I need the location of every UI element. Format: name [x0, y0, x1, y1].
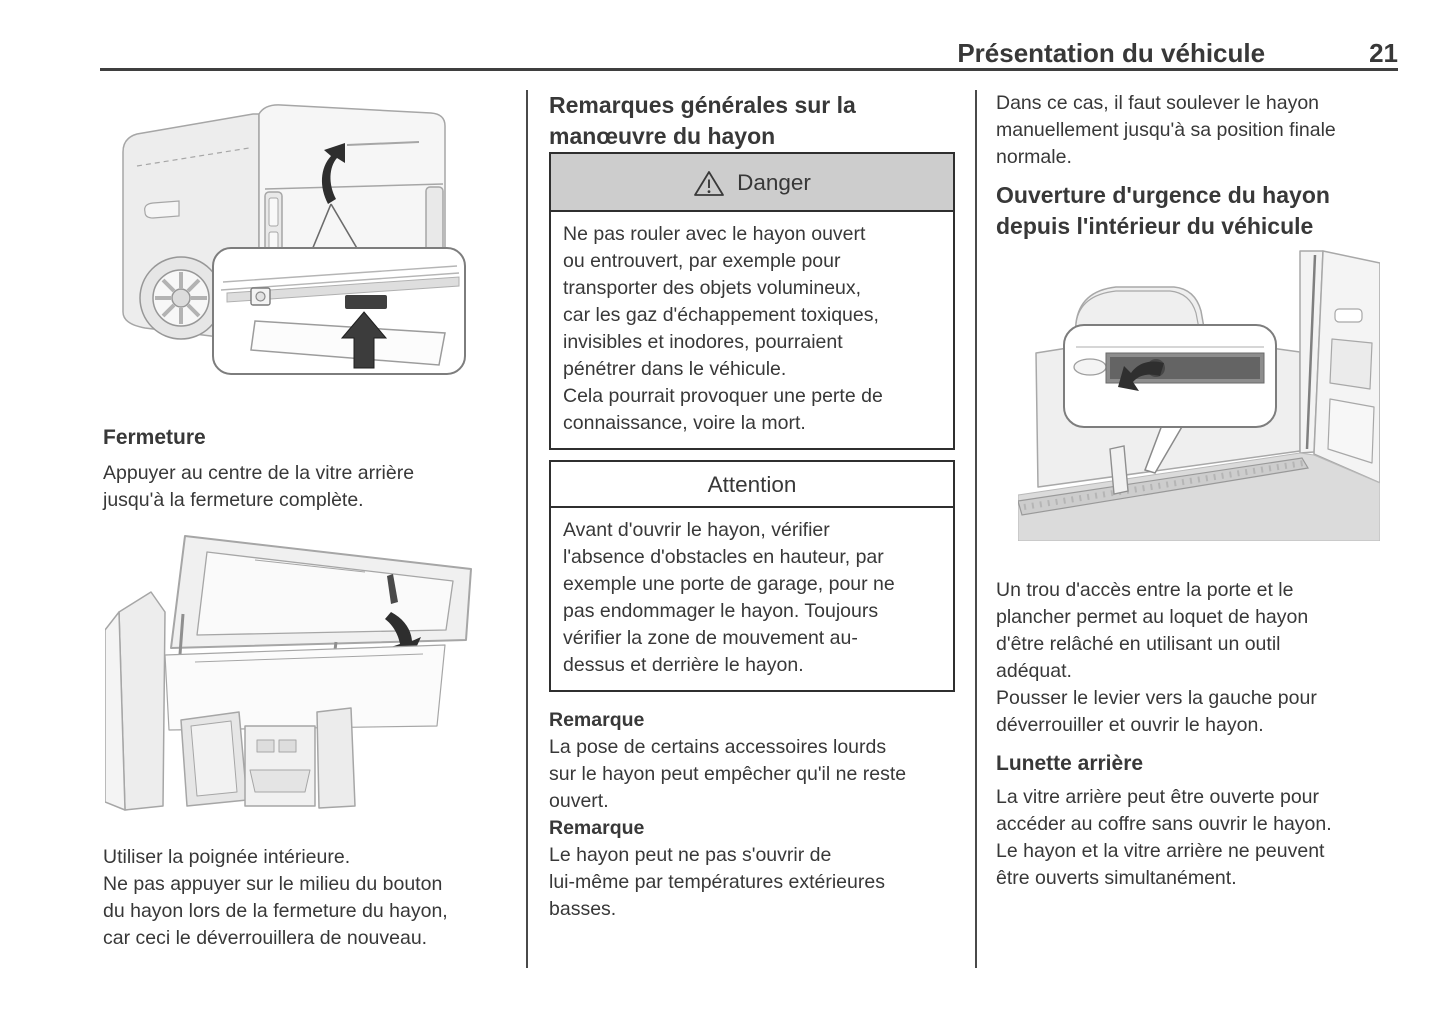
- lift-manually-text: Dans ce cas, il faut soulever le hayon m…: [996, 92, 1336, 168]
- remark-label: Remarque: [549, 709, 645, 731]
- van-rear-illustration: [122, 104, 466, 375]
- push-left-arrow: [1118, 361, 1164, 391]
- remark-text: Le hayon peut ne pas s'ouvrir de lui-mêm…: [549, 844, 885, 920]
- attention-box-header: Attention: [551, 462, 953, 508]
- release-lever-inset: [1063, 324, 1277, 428]
- remark-text: La pose de certains accessoires lourds s…: [549, 736, 907, 812]
- remark-block: Remarque La pose de certains accessoires…: [549, 707, 955, 815]
- attention-box-text: Avant d'ouvrir le hayon, vérifier l'abse…: [563, 519, 895, 676]
- fermeture-text: Appuyer au centre de la vitre arrière ju…: [103, 462, 415, 511]
- column-divider: [526, 90, 528, 968]
- rear-window-heading: Lunette arrière: [996, 752, 1144, 775]
- left-column: Fermeture Appuyer au centre de la vitre …: [103, 90, 497, 952]
- page-number: 21: [1369, 38, 1398, 68]
- attention-box-title: Attention: [707, 472, 797, 497]
- danger-box-header: Danger: [551, 154, 953, 212]
- attention-box: Attention Avant d'ouvrir le hayon, vérif…: [549, 460, 955, 692]
- access-hole-text: Un trou d'accès entre la porte et le pla…: [996, 579, 1317, 736]
- emergency-opening-heading: Ouverture d'urgence du hayon depuis l'in…: [996, 182, 1330, 239]
- danger-box-text: Ne pas rouler avec le hayon ouvert ou en…: [563, 223, 883, 434]
- warning-triangle-icon: [694, 171, 724, 196]
- remark-block: Remarque Le hayon peut ne pas s'ouvrir d…: [549, 815, 955, 923]
- tailgate-button-inset: [212, 247, 466, 375]
- press-up-arrow: [340, 311, 388, 369]
- general-remarks-heading: Remarques générales sur la manœuvre du h…: [549, 92, 856, 149]
- interior-handle-text: Utiliser la poignée intérieure. Ne pas a…: [103, 846, 448, 949]
- middle-column: Remarques générales sur la manœuvre du h…: [549, 90, 955, 923]
- danger-box-title: Danger: [737, 170, 811, 195]
- fermeture-heading: Fermeture: [103, 426, 206, 449]
- cargo-interior-illustration: [1018, 250, 1380, 541]
- column-divider: [975, 90, 977, 968]
- right-column: Dans ce cas, il faut soulever le hayon m…: [996, 90, 1408, 892]
- open-direction-arrow: [321, 143, 345, 204]
- page-title: Présentation du véhicule: [957, 38, 1266, 68]
- danger-box: Danger Ne pas rouler avec le hayon ouver…: [549, 152, 955, 450]
- page-header: Présentation du véhicule 21: [100, 30, 1398, 66]
- tailgate-open-illustration: [105, 535, 472, 811]
- remark-label: Remarque: [549, 817, 645, 839]
- rear-window-text: La vitre arrière peut être ouverte pour …: [996, 786, 1332, 889]
- header-rule: [100, 68, 1398, 71]
